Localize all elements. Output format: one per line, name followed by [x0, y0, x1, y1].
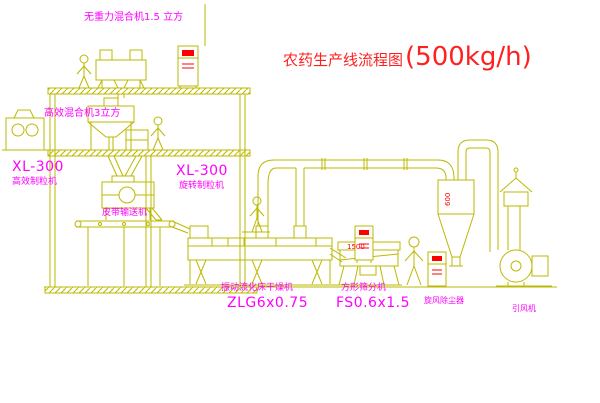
person-second-floor — [150, 116, 166, 151]
label-left-granulator-model: XL-300 — [12, 159, 64, 175]
control-cabinet-cyclone — [427, 251, 447, 287]
exhaust-ducting — [257, 158, 455, 226]
control-cabinet-sieve — [354, 225, 374, 263]
label-sieve-model: FS0.6x1.5 — [336, 295, 411, 311]
annotation-1500: 1500 — [347, 243, 365, 251]
control-cabinet-top — [177, 45, 199, 88]
label-top-mixer: 无重力混合机1.5 立方 — [84, 12, 184, 23]
title-capacity: (500kg/h) — [405, 42, 532, 72]
label-dryer-name: 振动流化床干燥机 — [221, 283, 294, 293]
label-dryer-model: ZLG6x0.75 — [227, 295, 309, 311]
label-fan: 引风机 — [512, 304, 536, 313]
annotation-600: 600 — [444, 192, 452, 206]
belt-conveyor-equipment — [74, 220, 191, 286]
center-granulator-equipment — [101, 175, 163, 221]
person-top-floor — [76, 54, 92, 89]
fluid-bed-dryer-equipment — [184, 225, 347, 286]
building-structure — [44, 4, 557, 294]
person-ground — [404, 236, 424, 286]
label-sieve-name: 方形筛分机 — [341, 283, 387, 293]
label-center-granulator-name: 旋转制粒机 — [179, 181, 225, 191]
y-feed-pipe — [107, 155, 143, 177]
label-cyclone: 旋风除尘器 — [424, 296, 464, 305]
person-platform — [242, 196, 270, 233]
top-mixer-equipment — [95, 49, 147, 98]
title-text: 农药生产线流程图 — [283, 51, 404, 69]
second-mixer-equipment — [87, 97, 149, 151]
label-center-granulator-model: XL-300 — [176, 163, 228, 179]
label-left-granulator-name: 高效制粒机 — [12, 177, 58, 187]
cyclone-equipment — [437, 139, 499, 267]
label-belt-conveyor: 皮带输送机 — [102, 208, 148, 218]
left-granulator-equipment — [2, 109, 48, 151]
diagram-title: 农药生产线流程图 (500kg/h) — [283, 42, 532, 72]
fan-equipment — [496, 167, 552, 287]
label-second-mixer: 高效混合机3立方 — [44, 108, 121, 119]
